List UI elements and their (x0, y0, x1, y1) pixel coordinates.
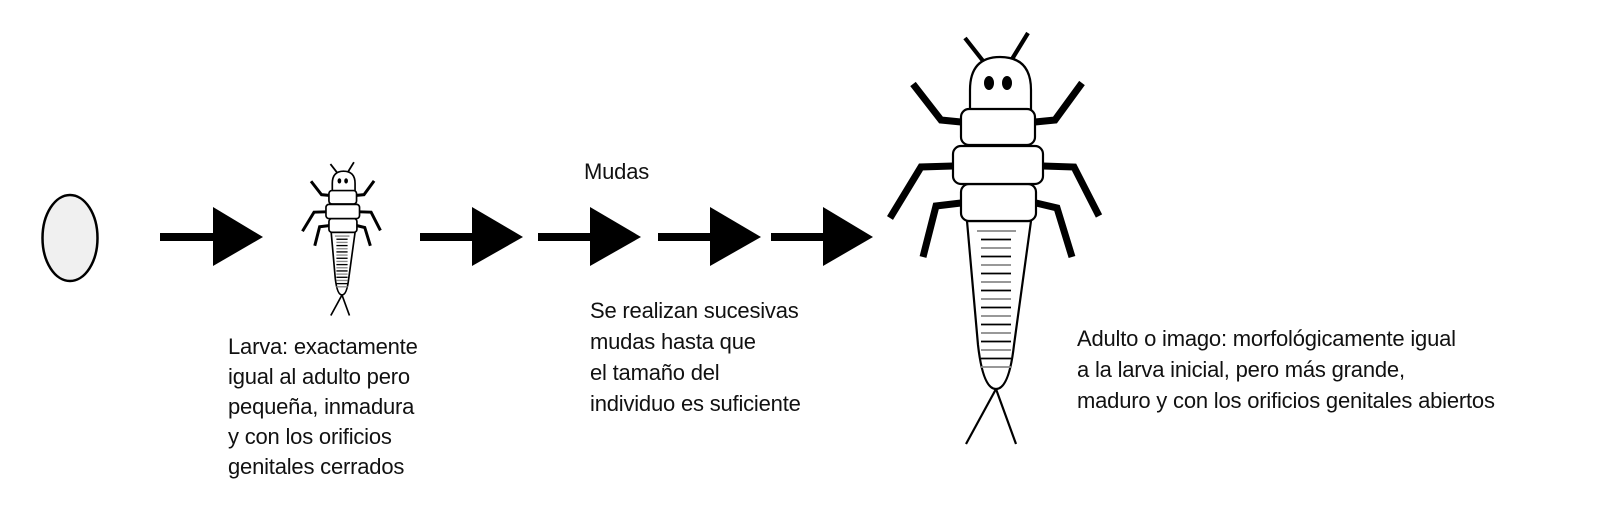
cercus (994, 388, 1018, 445)
thorax-segment (325, 203, 361, 220)
thorax-segment (959, 182, 1038, 223)
cercus (965, 388, 997, 445)
molts-caption-line: el tamaño del (590, 360, 720, 385)
arrow-head-icon (213, 207, 263, 266)
leg (1035, 199, 1076, 259)
molts-title: Mudas (584, 159, 649, 184)
leg (910, 81, 962, 126)
arrow-head-icon (710, 207, 761, 266)
head (331, 170, 356, 192)
eye (984, 76, 994, 90)
molts-caption-line: individuo es suficiente (590, 391, 801, 416)
egg-icon (41, 193, 99, 283)
arrow-molt-3 (658, 207, 761, 266)
larva-caption: Larva: exactamente igual al adulto pero … (228, 334, 418, 479)
leg (356, 179, 376, 197)
leg (1034, 80, 1085, 126)
thorax-segment (959, 107, 1037, 147)
arrow-molt-1 (420, 207, 523, 266)
arrow-shaft (771, 233, 825, 241)
head (968, 55, 1033, 112)
leg (919, 199, 962, 258)
arrow-head-icon (472, 207, 523, 266)
larva-caption-line: genitales cerrados (228, 454, 404, 479)
leg (1042, 162, 1103, 218)
molts-caption: Se realizan sucesivas mudas hasta que el… (590, 298, 801, 416)
arrow-shaft (420, 233, 474, 241)
eye (1002, 76, 1012, 90)
leg (313, 224, 330, 247)
leg (356, 224, 372, 247)
leg (359, 210, 382, 232)
leg (309, 180, 330, 197)
cercus (330, 294, 343, 316)
adult-insect-icon (887, 31, 1103, 445)
arrow-egg-to-larva (160, 207, 263, 266)
larva-caption-line: y con los orificios (228, 424, 392, 449)
arrows-group (160, 207, 873, 266)
adult-caption-line: maduro y con los orificios genitales abi… (1077, 388, 1495, 413)
leg (301, 210, 327, 232)
eye (337, 178, 342, 184)
adult-caption: Adulto o imago: morfológicamente igual a… (1077, 326, 1495, 413)
thorax-segment (328, 217, 358, 234)
adult-caption-line: a la larva inicial, pero más grande, (1077, 357, 1405, 382)
thorax-segment (328, 189, 358, 205)
arrow-molt-2 (538, 207, 641, 266)
molts-caption-line: Se realizan sucesivas (590, 298, 799, 323)
abdomen (965, 219, 1033, 391)
arrow-molt-to-adult (771, 207, 873, 266)
larva-caption-line: Larva: exactamente (228, 334, 418, 359)
abdomen (330, 231, 357, 296)
cercus (341, 294, 351, 316)
larva-caption-line: pequeña, inmadura (228, 394, 415, 419)
adult-caption-line: Adulto o imago: morfológicamente igual (1077, 326, 1456, 351)
thorax-segment (951, 144, 1045, 186)
arrow-shaft (160, 233, 215, 241)
eye (344, 178, 348, 184)
arrow-head-icon (823, 207, 873, 266)
leg (887, 162, 954, 220)
arrow-head-icon (590, 207, 641, 266)
arrow-shaft (658, 233, 712, 241)
larva-insect-icon (301, 161, 382, 316)
arrow-shaft (538, 233, 592, 241)
larva-caption-line: igual al adulto pero (228, 364, 410, 389)
molts-caption-line: mudas hasta que (590, 329, 756, 354)
